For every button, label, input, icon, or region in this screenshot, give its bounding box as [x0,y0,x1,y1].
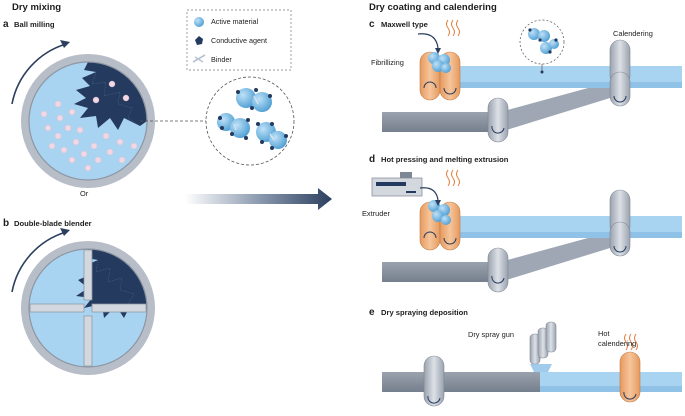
blender-drum [21,241,155,375]
legend-label-active-material: Active material [211,17,259,26]
transition-arrow [185,188,332,210]
panel-title-c: Maxwell type [381,20,428,29]
conductive-agent-icon [195,36,203,45]
label-extruder: Extruder [362,209,390,218]
panel-title-a: Ball milling [14,20,55,29]
label-hot-calendering-1: Hot [598,329,610,338]
rotation-arrowhead-b [60,228,70,236]
connector-or: Or [80,189,89,198]
section-title-dry-mixing: Dry mixing [12,2,62,13]
legend-box [186,9,292,71]
label-hot-calendering-2: calendering [598,339,637,348]
panel-letter-b: b [3,218,10,229]
panel-d-machine [371,169,682,293]
label-dry-spray-gun: Dry spray gun [468,330,515,339]
panel-title-b: Double-blade blender [14,219,92,228]
panel-letter-d: d [369,154,376,165]
panel-letter-c: c [369,19,375,30]
ball-mill-drum [21,54,155,188]
label-calendering: Calendering [613,29,653,38]
panel-c-machine [382,19,682,143]
panel-title-d: Hot pressing and melting extrusion [381,155,509,164]
panel-letter-e: e [369,307,375,318]
panel-e-machine [382,321,682,407]
active-material-icon [194,17,204,27]
rotation-arrow-a [11,43,67,105]
label-fibrillizing: Fibrillizing [371,58,404,67]
legend-label-conductive-agent: Conductive agent [211,36,267,45]
section-title-dry-coating: Dry coating and calendering [369,2,497,13]
legend-label-binder: Binder [211,55,232,64]
binder-icon [192,54,206,63]
rotation-arrowhead-a [60,40,70,48]
zoom-particles [217,88,288,150]
panel-letter-a: a [3,19,9,30]
panel-title-e: Dry spraying deposition [381,308,468,317]
rotation-arrow-b [11,231,67,293]
